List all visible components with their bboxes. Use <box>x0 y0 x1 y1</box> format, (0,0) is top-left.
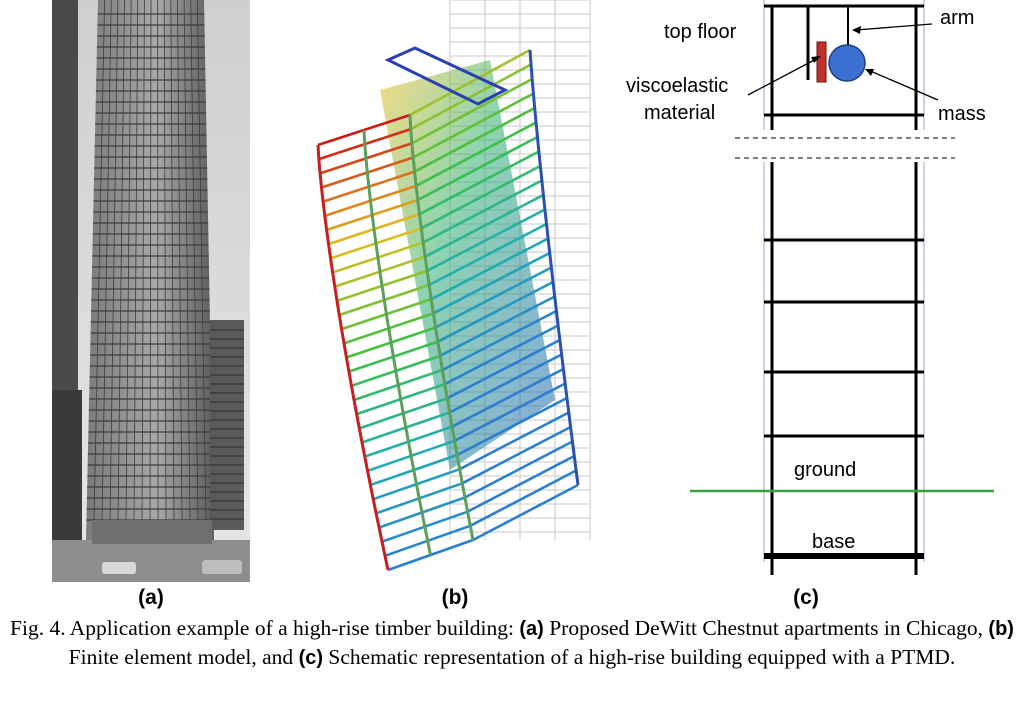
panel-a-label: (a) <box>138 586 164 609</box>
label-arm: arm <box>940 7 974 29</box>
viscoelastic-block <box>816 41 827 83</box>
label-base: base <box>812 531 855 553</box>
panel-b-fe-model <box>300 0 630 582</box>
label-mass: mass <box>938 103 986 125</box>
label-ground: ground <box>794 459 856 481</box>
label-top-floor: top floor <box>664 21 737 43</box>
deformed-frame <box>316 46 580 572</box>
caption-text-4: Schematic representation of a high-rise … <box>323 645 956 669</box>
tower-photo <box>52 0 250 582</box>
caption-text-1: Fig. 4. Application example of a high-ri… <box>10 616 520 640</box>
caption-ref-a: (a) <box>519 618 544 640</box>
caption-text-3: Finite element model, and <box>68 645 299 669</box>
figure-caption: Fig. 4. Application example of a high-ri… <box>0 614 1024 672</box>
caption-text-2: Proposed DeWitt Chestnut apartments in C… <box>543 616 989 640</box>
panel-b-label: (b) <box>441 586 469 609</box>
panel-c-schematic: top floor arm viscoelastic material mass… <box>620 0 1024 582</box>
facade-grid <box>86 0 214 521</box>
label-material: material <box>644 102 715 124</box>
ptmd-schematic: top floor arm viscoelastic material mass… <box>626 0 994 575</box>
panel-a-photo <box>52 0 250 582</box>
mass-circle <box>828 44 866 82</box>
caption-ref-c: (c) <box>298 647 324 669</box>
caption-ref-b: (b) <box>988 618 1014 640</box>
label-viscoelastic: viscoelastic <box>626 75 728 97</box>
finite-element-model <box>316 0 591 572</box>
panel-c-label: (c) <box>793 586 819 609</box>
